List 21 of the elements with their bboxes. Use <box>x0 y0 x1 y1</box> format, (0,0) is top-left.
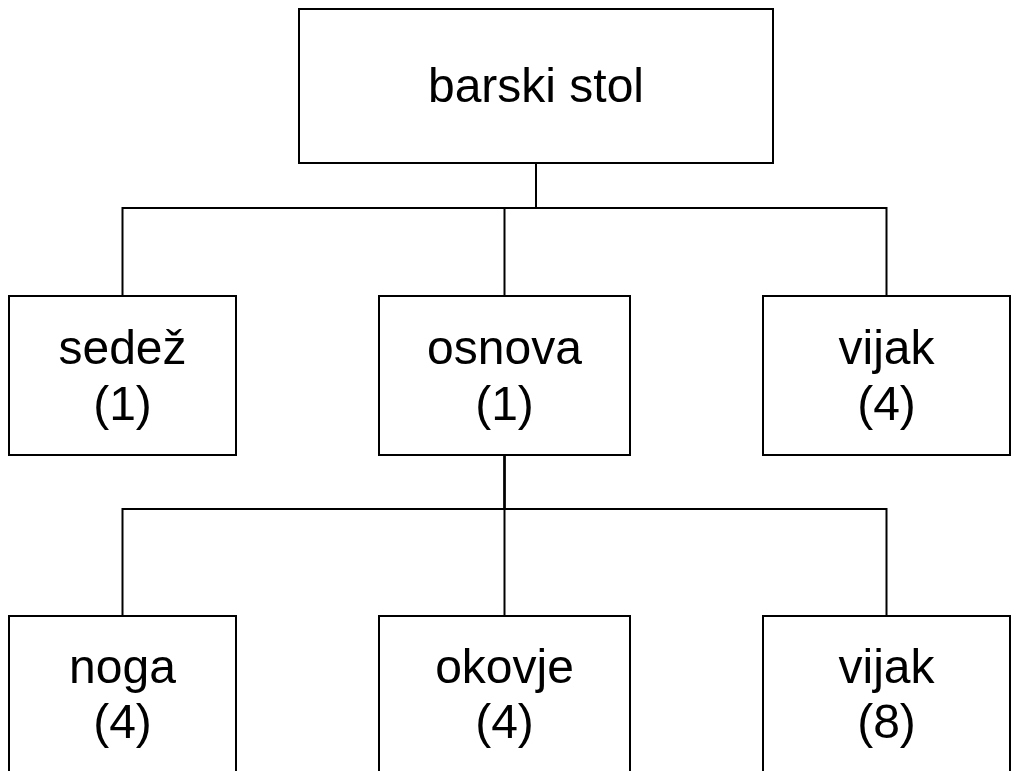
part-name: vijak <box>838 639 935 695</box>
part-name: sedež <box>58 320 187 376</box>
part-box <box>8 295 237 456</box>
part-quantity: (4) <box>93 694 152 750</box>
part-name: noga <box>69 639 176 695</box>
part-name: osnova <box>427 320 582 376</box>
part-box <box>378 615 631 771</box>
part-box <box>378 295 631 456</box>
part-quantity: (8) <box>857 694 916 750</box>
part-box <box>762 615 1011 771</box>
part-box <box>298 8 774 164</box>
part-name: barski stol <box>427 58 645 114</box>
connector-line <box>503 455 888 616</box>
part-quantity: (1) <box>475 375 534 431</box>
part-name: vijak <box>838 320 935 376</box>
part-box <box>762 295 1011 456</box>
part-name: okovje <box>435 639 574 695</box>
part-quantity: (4) <box>475 694 534 750</box>
part-box <box>8 615 237 771</box>
part-quantity: (4) <box>857 375 916 431</box>
part-quantity: (1) <box>93 375 152 431</box>
